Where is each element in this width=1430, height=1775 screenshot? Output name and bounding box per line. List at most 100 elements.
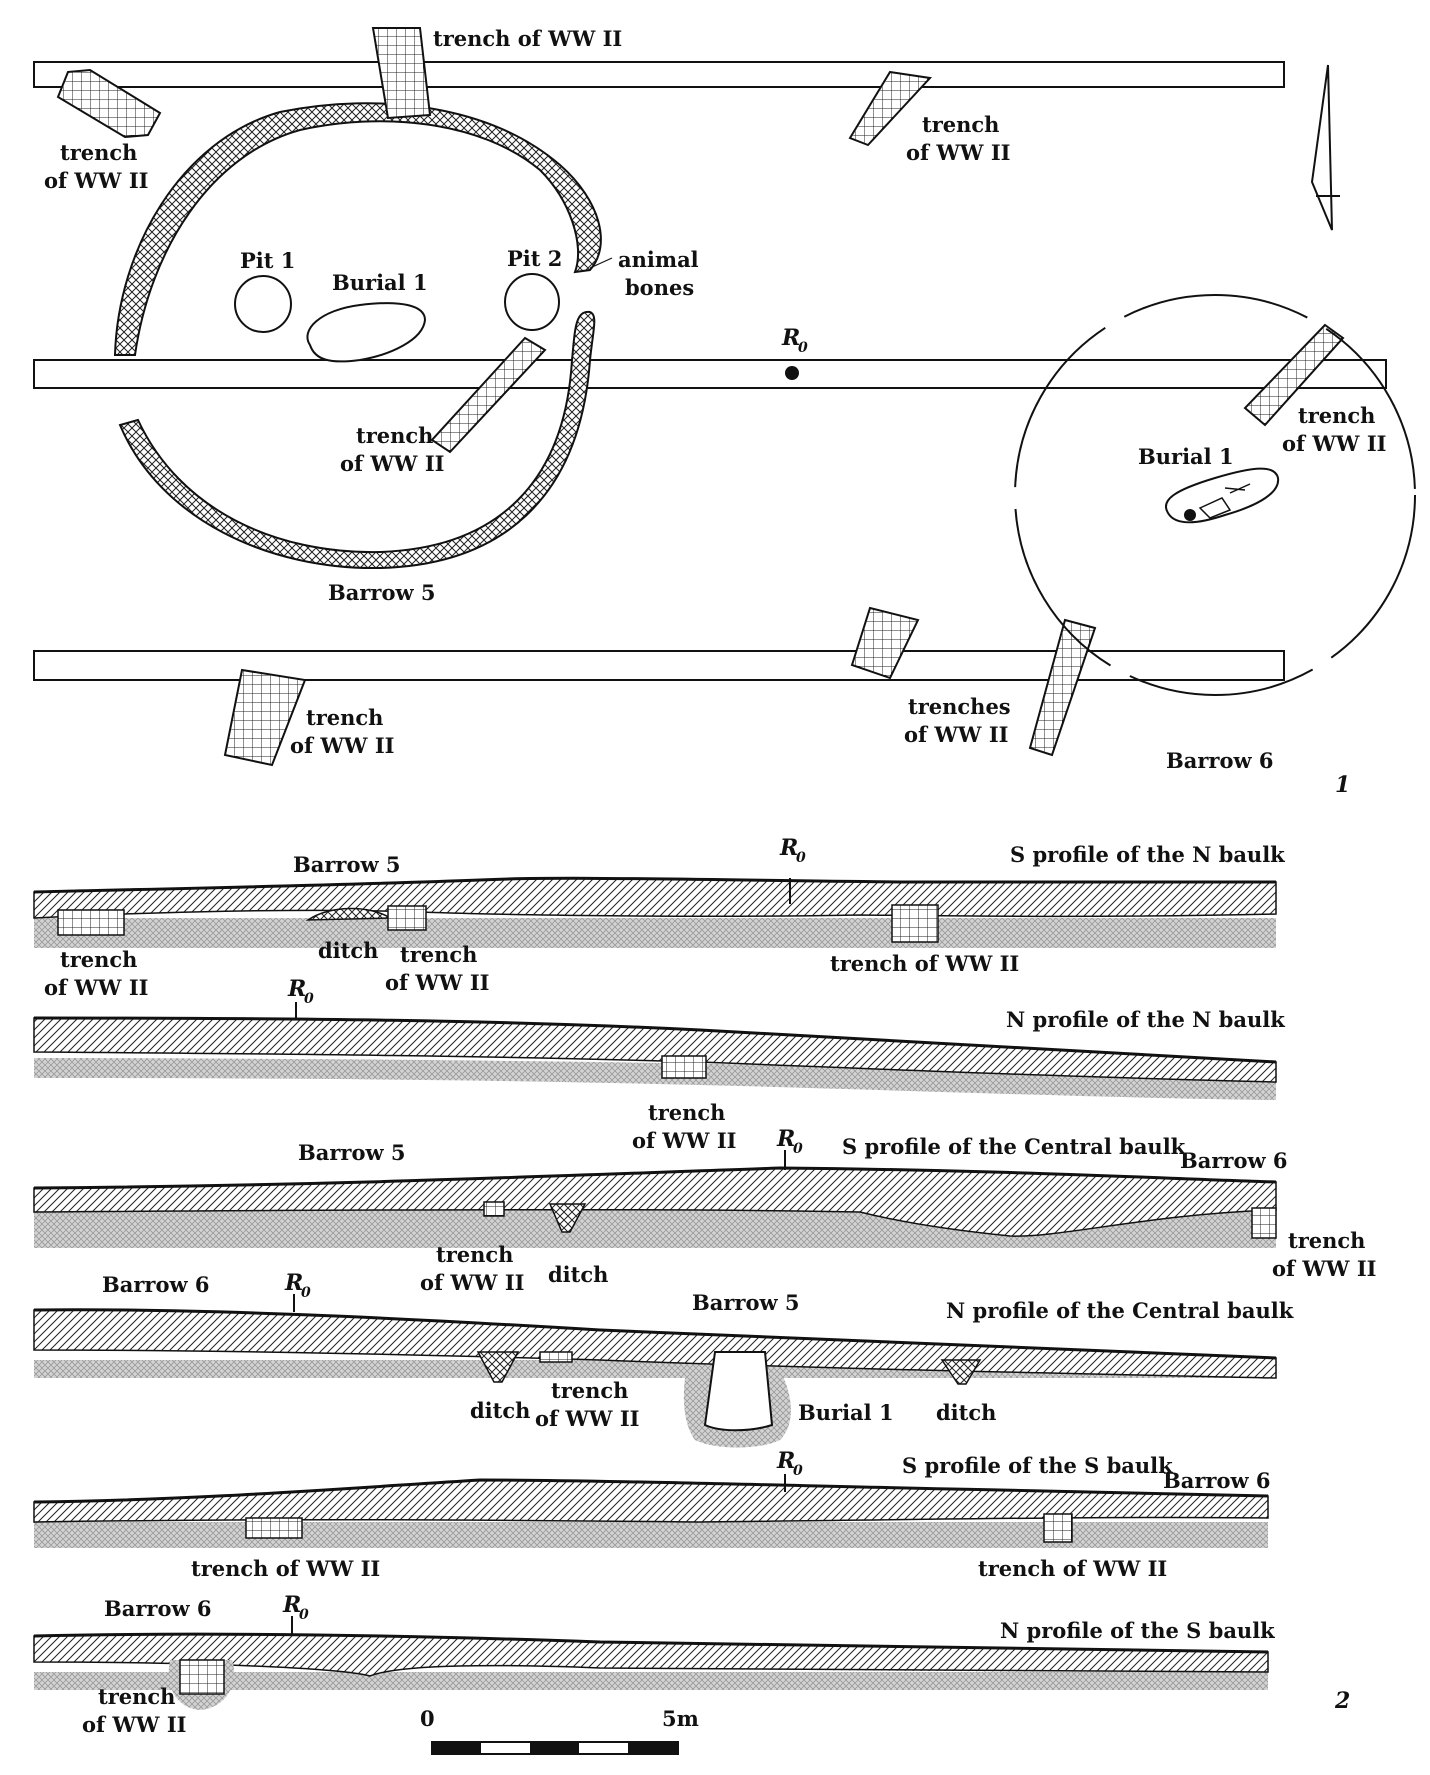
label-trench-b6-2: of WW II: [1282, 431, 1386, 456]
label-trench-right-2: of WW II: [906, 140, 1010, 165]
profile-title: S profile of the S baulk: [902, 1453, 1173, 1478]
trench-section: [1251, 1207, 1277, 1239]
central-baulk: [33, 359, 1387, 389]
scale-end: 5m: [662, 1706, 699, 1731]
datum-point: [785, 366, 799, 380]
label-trench-top: trench of WW II: [433, 26, 622, 51]
label-datum-sub: 0: [299, 1607, 309, 1623]
pit-1: [234, 275, 292, 333]
label-trench: trench of WW II: [191, 1556, 380, 1581]
skeleton-icon: [1198, 483, 1251, 519]
burial-1-barrow6: [1165, 467, 1280, 524]
label-trench-left-1: trench: [60, 140, 137, 165]
label-trenches-1: trenches: [908, 694, 1011, 719]
label-trench: trench of WW II: [830, 951, 1019, 976]
profile-title: S profile of the Central baulk: [842, 1134, 1186, 1159]
label-trench: of WW II: [44, 975, 148, 1000]
barrow5-ditch-lower: [118, 310, 596, 570]
label-burial: Burial 1: [798, 1400, 894, 1425]
label-datum: R: [282, 1592, 301, 1618]
profile-s-n-baulk: S profile of the N baulk Barrow 5 R 0 tr…: [33, 835, 1285, 1000]
label-trench-left-2: of WW II: [44, 168, 148, 193]
label-ditch: ditch: [548, 1262, 608, 1287]
label-barrow: Barrow 6: [1163, 1468, 1271, 1493]
profile-s-central-baulk: S profile of the Central baulk Barrow 5 …: [33, 1126, 1376, 1295]
profile-s-s-baulk: S profile of the S baulk Barrow 6 R 0 tr…: [33, 1448, 1271, 1581]
label-datum-sub: 0: [796, 850, 806, 866]
label-trench-b6-1: trench: [1298, 403, 1375, 428]
trench-bottom-mid: [850, 606, 920, 680]
subsoil-layer: [34, 1522, 1268, 1548]
burial-vessel: [1184, 509, 1196, 521]
animal-bones-leader: [589, 257, 613, 269]
ditch-section: [548, 1203, 587, 1233]
label-pit-1: Pit 1: [240, 248, 295, 273]
trench-section: [1043, 1513, 1073, 1543]
site-plan: trench of WW II trench of WW II trench o…: [33, 26, 1416, 798]
scale-start: 0: [420, 1706, 435, 1731]
label-burial-1-b6: Burial 1: [1138, 444, 1234, 469]
label-trench: of WW II: [82, 1712, 186, 1737]
profile-title: S profile of the N baulk: [1010, 842, 1285, 867]
label-trench: of WW II: [1272, 1256, 1376, 1281]
mound-layer: [33, 1479, 1269, 1523]
trench-section: [539, 1351, 573, 1363]
label-barrow-6: Barrow 6: [1166, 748, 1274, 773]
label-trench-center-2: of WW II: [340, 451, 444, 476]
label-barrow: Barrow 5: [692, 1290, 800, 1315]
label-barrow: Barrow 6: [104, 1596, 212, 1621]
north-arrow-icon: [1310, 64, 1333, 231]
mound-layer: [33, 877, 1277, 919]
label-datum: R: [776, 1448, 795, 1474]
label-datum: R: [781, 325, 800, 351]
label-trench-center-1: trench: [356, 423, 433, 448]
label-ditch: ditch: [936, 1400, 996, 1425]
label-trench: trench: [60, 947, 137, 972]
label-trench: trench: [436, 1242, 513, 1267]
trench-section: [387, 905, 427, 931]
label-datum: R: [284, 1270, 303, 1296]
label-datum-sub: 0: [301, 1285, 311, 1301]
pit-2: [504, 273, 560, 331]
label-trench: trench: [400, 942, 477, 967]
label-trench: trench: [648, 1100, 725, 1125]
north-baulk: [33, 61, 1285, 88]
label-datum: R: [287, 976, 306, 1002]
scale-bar: 0 5m: [420, 1706, 699, 1755]
subsoil-layer: [34, 918, 1276, 948]
trench-right: [848, 70, 933, 147]
label-datum-sub: 0: [793, 1463, 803, 1479]
label-trench: of WW II: [632, 1128, 736, 1153]
label-trench: of WW II: [535, 1406, 639, 1431]
subsoil-layer: [34, 1672, 1268, 1690]
label-trench: trench: [98, 1684, 175, 1709]
label-barrow: Barrow 5: [293, 852, 401, 877]
label-animal-2: bones: [625, 275, 694, 300]
trench-left: [56, 68, 162, 139]
trench-center: [430, 336, 547, 454]
trench-bottom-barrow6: [1028, 618, 1097, 757]
trench-section: [483, 1201, 505, 1217]
trench-section: [57, 909, 125, 936]
barrow5-ditch-upper: [113, 102, 602, 356]
label-barrow: Barrow 6: [102, 1272, 210, 1297]
profile-title: N profile of the N baulk: [1006, 1007, 1285, 1032]
label-barrow: Barrow 6: [1180, 1148, 1288, 1173]
trench-section: [891, 904, 939, 943]
trench-top: [371, 27, 432, 120]
label-datum-sub: 0: [798, 340, 808, 356]
barrow6-outline: [1014, 294, 1416, 696]
label-trench-bl-2: of WW II: [290, 733, 394, 758]
label-trench: trench: [1288, 1228, 1365, 1253]
trench-barrow6-top: [1243, 323, 1345, 427]
label-datum: R: [776, 1126, 795, 1152]
ditch-section: [476, 1351, 520, 1383]
profile-n-central-baulk: N profile of the Central baulk Barrow 6 …: [33, 1270, 1294, 1448]
label-trench-right-1: trench: [922, 112, 999, 137]
profile-title: N profile of the S baulk: [1000, 1618, 1275, 1643]
subsoil-layer: [34, 1058, 1276, 1100]
label-datum-sub: 0: [304, 991, 314, 1007]
profile-title: N profile of the Central baulk: [946, 1298, 1294, 1323]
label-ditch: ditch: [470, 1398, 530, 1423]
